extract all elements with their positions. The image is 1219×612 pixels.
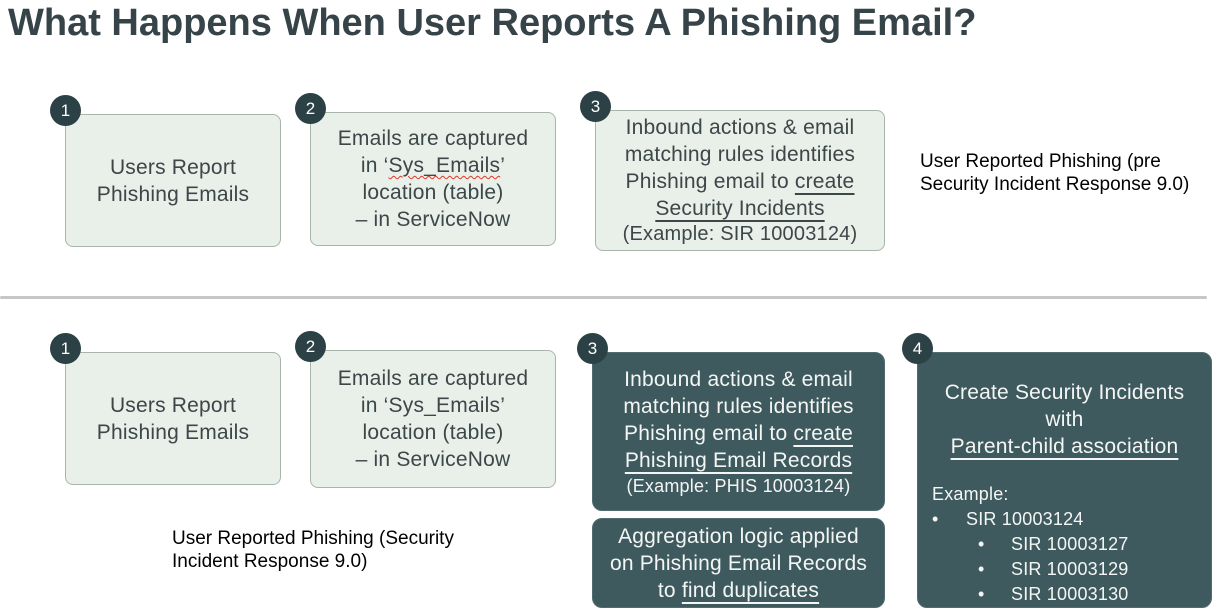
aggregation-text: Aggregation logic applied on Phishing Em… [610, 523, 867, 604]
text-line: – in ServiceNow [355, 208, 511, 231]
text-line: Phishing email to create [623, 420, 853, 447]
v9-flow-caption: User Reported Phishing (Security Inciden… [172, 528, 454, 572]
underlined-text: find duplicates [681, 578, 820, 602]
v9-step4-text: Create Security Incidents with Parent-ch… [945, 379, 1185, 460]
text-line: Emails are captured [337, 367, 529, 390]
pre-step2-number-badge: 2 [295, 93, 326, 124]
pre-step2-box: 2 Emails are captured in ‘Sys_Emails’ lo… [295, 93, 556, 246]
pre-step3-number-badge: 3 [580, 91, 611, 122]
example-reference: (Example: PHIS 10003124) [626, 475, 851, 496]
text-line: Phishing email to create [623, 168, 858, 195]
example-label: Example: [932, 484, 1009, 504]
sir-number: SIR 10003124 [966, 509, 1084, 529]
v9-step1-box: 1 Users Report Phishing Emails [50, 333, 281, 485]
text-line: location (table) [362, 181, 504, 204]
v9-step1-text: Users Report Phishing Emails [96, 393, 250, 444]
v9-step3-text: Inbound actions & email matching rules i… [623, 366, 853, 498]
text-line: Inbound actions & email [625, 116, 855, 139]
text-line: Emails are captured [337, 127, 529, 150]
text-segment: in ‘ [360, 154, 389, 177]
text-line: location (table) [362, 421, 504, 444]
v9-step2-number-badge: 2 [295, 331, 326, 362]
underlined-text: Parent-child association [950, 435, 1179, 458]
v9-step4-number-badge: 4 [902, 333, 933, 364]
text-line: matching rules identifies [624, 143, 856, 166]
underlined-text: Security Incidents [655, 197, 825, 220]
section-divider [0, 296, 1207, 299]
text-segment: ’ [500, 154, 506, 177]
text-line: with [1045, 408, 1084, 431]
underlined-text: create [793, 421, 853, 445]
text-line: to find duplicates [610, 577, 867, 604]
sir-number: SIR 10003130 [1011, 584, 1129, 604]
aggregation-box: Aggregation logic applied on Phishing Em… [592, 518, 885, 608]
pre-step1-box: 1 Users Report Phishing Emails [50, 95, 281, 247]
text-line: in ‘Sys_Emails’ [338, 152, 529, 179]
bullet-icon [978, 532, 1011, 557]
pre-flow-caption: User Reported Phishing (pre Security Inc… [920, 151, 1190, 195]
sir-number: SIR 10003127 [1011, 534, 1129, 554]
bullet-icon [978, 582, 1011, 607]
text-segment: Phishing email to [624, 421, 794, 445]
text-segment: to [657, 578, 682, 602]
pre-step2-text: Emails are captured in ‘Sys_Emails’ loca… [338, 125, 529, 233]
spellcheck-flagged-word: Sys_Emails [388, 154, 501, 177]
text-line: on Phishing Email Records [609, 551, 868, 575]
text-line: – in ServiceNow [355, 448, 511, 471]
sir-number: SIR 10003129 [1011, 559, 1129, 579]
sir-child-item: SIR 10003130 [918, 582, 1211, 607]
text-line: matching rules identifies [623, 394, 854, 418]
text-line: Aggregation logic applied [618, 524, 859, 548]
underlined-text: create [794, 170, 855, 193]
pre-step3-text: Inbound actions & email matching rules i… [623, 114, 858, 247]
sir-example-list: Example: SIR 10003124 SIR 10003127 SIR 1… [918, 482, 1211, 607]
pre-step1-number-badge: 1 [50, 95, 81, 126]
text-segment: Phishing email to [625, 170, 795, 193]
v9-step4-box: 4 Create Security Incidents with Parent-… [902, 333, 1212, 608]
sir-parent-item: SIR 10003124 [918, 507, 1211, 532]
bullet-icon [932, 507, 966, 532]
v9-step2-text: Emails are captured in ‘Sys_Emails’ loca… [338, 365, 529, 473]
sir-child-item: SIR 10003127 [918, 532, 1211, 557]
v9-step2-box: 2 Emails are captured in ‘Sys_Emails’ lo… [295, 331, 556, 488]
page-title: What Happens When User Reports A Phishin… [8, 2, 977, 44]
example-reference: (Example: SIR 10003124) [622, 223, 858, 245]
text-line: Create Security Incidents [944, 381, 1185, 404]
v9-step1-number-badge: 1 [50, 333, 81, 364]
bullet-icon [978, 557, 1011, 582]
text-line: Inbound actions & email [624, 367, 853, 391]
underlined-text: Phishing Email Records [624, 448, 853, 472]
sir-child-item: SIR 10003129 [918, 557, 1211, 582]
pre-step3-box: 3 Inbound actions & email matching rules… [580, 91, 885, 251]
pre-step1-text: Users Report Phishing Emails [96, 155, 250, 206]
text-line: in ‘Sys_Emails’ [360, 394, 506, 417]
v9-step3-number-badge: 3 [577, 333, 608, 364]
v9-step3-box: 3 Inbound actions & email matching rules… [577, 333, 885, 511]
